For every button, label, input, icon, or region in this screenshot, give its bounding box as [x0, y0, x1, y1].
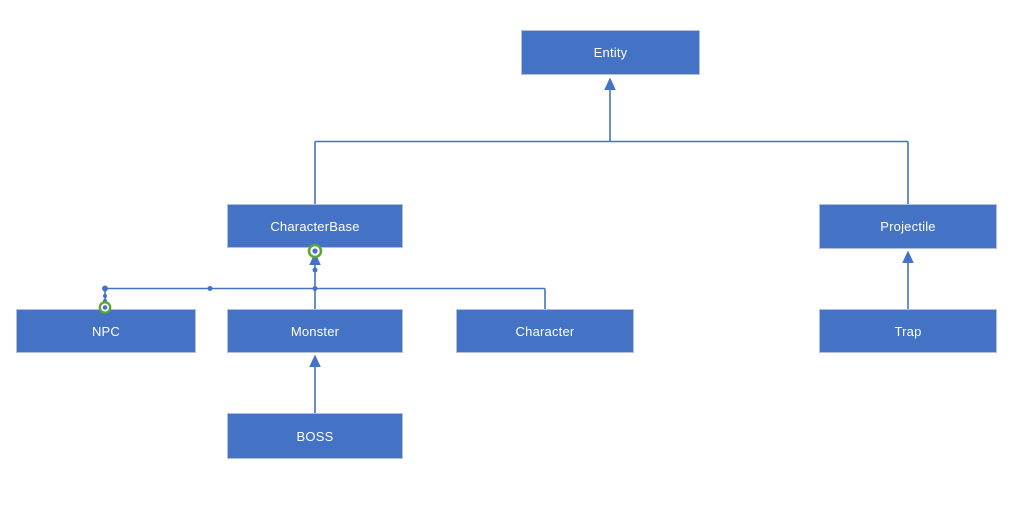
- arrowhead-into-characterbase: [309, 252, 321, 265]
- connector-handle[interactable]: [103, 294, 107, 298]
- arrowhead-into-entity: [604, 77, 616, 90]
- connector-handle[interactable]: [102, 285, 108, 292]
- arrowhead-into-monster: [309, 354, 321, 367]
- connection-point-npc-top: [98, 301, 112, 314]
- connector-handle[interactable]: [207, 286, 213, 291]
- arrowhead-into-projectile: [902, 250, 914, 263]
- connector-handle[interactable]: [312, 267, 318, 273]
- connector-handle[interactable]: [312, 286, 318, 291]
- connection-point-characterbase-bottom: [307, 243, 323, 259]
